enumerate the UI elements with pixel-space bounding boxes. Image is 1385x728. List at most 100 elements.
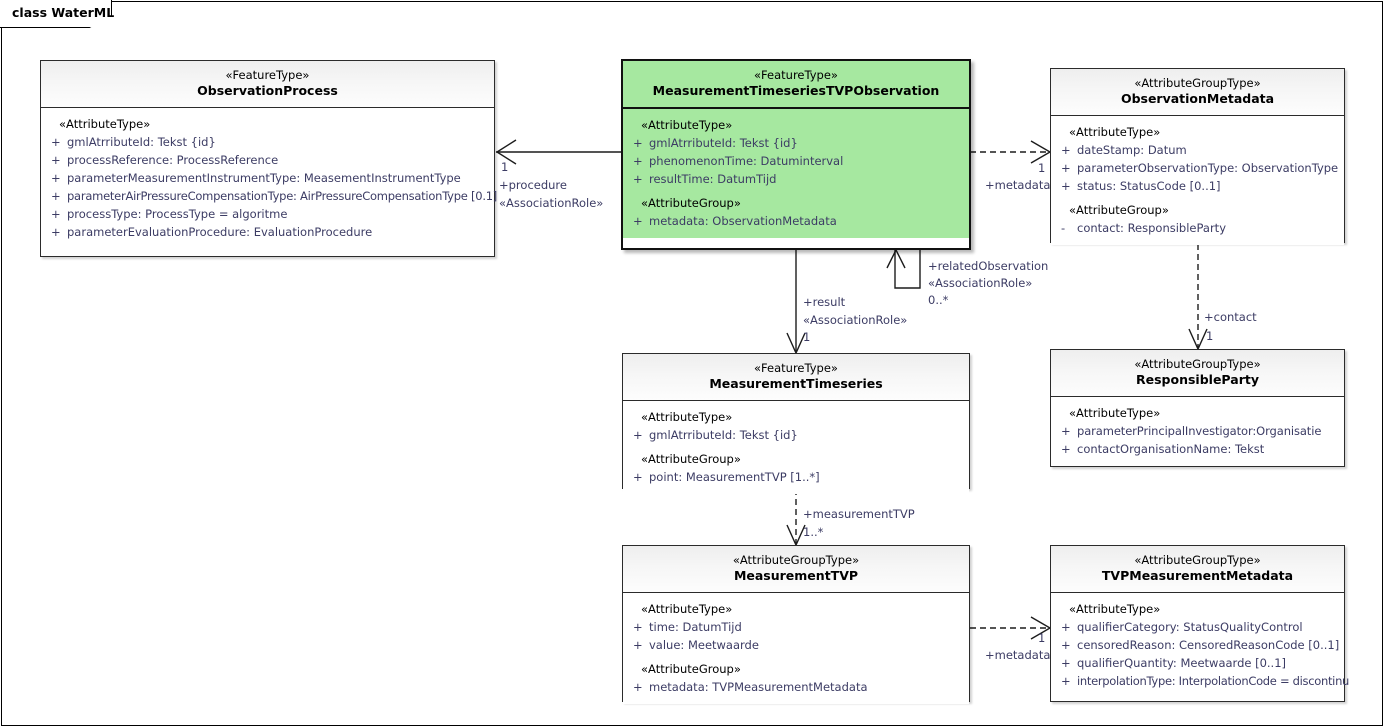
class-header-tvp-measurement-metadata: «AttributeGroupType» TVPMeasurementMetad… [1051,546,1344,593]
class-body-responsible-party: «AttributeType» + parameterPrincipalInve… [1051,397,1344,466]
attribute-group-label: «AttributeGroup» [641,452,741,466]
class-header-measurement-timeseries: «FeatureType» MeasurementTimeseries [623,354,969,401]
class-name: ResponsibleParty [1136,372,1259,387]
class-body-observation-metadata: «AttributeType» + dateStamp: Datum + par… [1051,116,1344,245]
result-role-label: +result [803,295,846,309]
procedure-role-label: +procedure [499,178,567,192]
class-stereotype: «AttributeGroupType» [732,553,860,567]
attribute-row: + resultTime: DatumTijd [627,170,965,188]
class-name: MeasurementTVP [733,568,859,583]
class-name: TVPMeasurementMetadata [1101,568,1294,583]
attribute-visibility: + [633,214,643,228]
attribute-group-label: «AttributeType» [641,118,733,132]
attribute-group-label: «AttributeType» [1069,602,1161,616]
attribute-visibility: + [1061,179,1071,193]
procedure-multiplicity: 1 [501,160,509,174]
attribute-visibility: + [1061,638,1071,652]
attribute-visibility: + [1061,674,1071,688]
attribute-group-label: «AttributeType» [59,117,151,131]
attribute-row: + value: Meetwaarde [627,636,965,654]
attribute-visibility: + [1061,442,1071,456]
attribute-text: contact: ResponsibleParty [1077,221,1226,235]
attribute-row: + dateStamp: Datum [1055,141,1340,159]
attribute-text: gmlAtrributeId: Tekst {id} [649,136,798,150]
attribute-row: + gmlAtrributeId: Tekst {id} [627,426,965,444]
class-header-observation-process: «FeatureType» ObservationProcess [41,61,494,108]
related-observation-stereotype-label: «AssociationRole» [928,276,1033,290]
measurement-tvp-multiplicity: 1..* [803,525,824,539]
class-stereotype: «FeatureType» [225,68,310,82]
class-stereotype: «AttributeGroupType» [1134,357,1261,371]
attribute-visibility: + [51,225,61,239]
attribute-text: phenomenonTime: Datuminterval [649,154,844,168]
class-measurement-timeseries[interactable]: «FeatureType» MeasurementTimeseries «Att… [622,353,970,494]
attribute-text: parameterEvaluationProcedure: Evaluation… [67,225,373,239]
class-body-tvp-measurement-metadata: «AttributeType» + qualifierCategory: Sta… [1051,593,1349,698]
attribute-group-label: «AttributeType» [641,602,733,616]
result-multiplicity: 1 [803,330,811,344]
attribute-row: + parameterPrincipalInvestigator:Organis… [1055,422,1340,440]
attribute-group-label: «AttributeGroup» [1069,203,1169,217]
attribute-row: + qualifierCategory: StatusQualityContro… [1055,618,1340,636]
diagram-title: class WaterML [12,5,115,20]
attribute-row: + metadata: ObservationMetadata [627,212,965,230]
attribute-text: gmlAtrributeId: Tekst {id} [67,135,216,149]
class-body-measurement-timeseries-tvp-observation: «AttributeType» + gmlAtrributeId: Tekst … [623,109,969,238]
attribute-group-label: «AttributeGroup» [641,196,741,210]
diagram-frame-tab [0,0,112,28]
related-observation-multiplicity: 0..* [928,293,949,307]
class-name: ObservationProcess [197,83,338,98]
class-tvp-measurement-metadata[interactable]: «AttributeGroupType» TVPMeasurementMetad… [1050,545,1349,702]
attribute-row: + gmlAtrributeId: Tekst {id} [627,134,965,152]
attribute-text: value: Meetwaarde [649,638,759,652]
attribute-row: + time: DatumTijd [627,618,965,636]
attribute-text: qualifierCategory: StatusQualityControl [1077,620,1303,634]
attribute-text: processReference: ProcessReference [67,153,279,167]
attribute-row: + point: MeasurementTVP [1..*] [627,468,965,486]
attribute-visibility: + [633,680,643,694]
class-name: ObservationMetadata [1120,91,1275,106]
class-measurement-tvp[interactable]: «AttributeGroupType» MeasurementTVP «Att… [622,545,970,704]
class-body-observation-process: «AttributeType» + gmlAtrributeId: Tekst … [41,108,497,249]
attribute-visibility: + [1061,620,1071,634]
attribute-text: contactOrganisationName: Tekst [1077,442,1265,456]
attribute-group-label: «AttributeType» [641,410,733,424]
related-observation-role-label: +relatedObservation [928,259,1049,273]
attribute-row: - contact: ResponsibleParty [1055,219,1340,237]
attribute-visibility: + [1061,143,1071,157]
attribute-visibility: + [633,154,643,168]
attribute-row: + gmlAtrributeId: Tekst {id} [45,133,490,151]
attribute-row: + contactOrganisationName: Tekst [1055,440,1340,458]
attribute-text: resultTime: DatumTijd [649,172,777,186]
attribute-row: + processType: ProcessType = algoritme [45,205,490,223]
attribute-visibility: + [633,172,643,186]
attribute-visibility: + [51,135,61,149]
class-observation-metadata[interactable]: «AttributeGroupType» ObservationMetadata… [1050,68,1345,245]
contact-multiplicity: 1 [1206,329,1214,343]
attribute-group-label: «AttributeGroup» [641,662,741,676]
attribute-visibility: + [1061,161,1071,175]
metadata-observation-multiplicity: 1 [1038,161,1046,175]
attribute-text: processType: ProcessType = algoritme [67,207,288,221]
attribute-text: metadata: TVPMeasurementMetadata [649,680,868,694]
metadata-tvp-multiplicity: 1 [1038,631,1046,645]
class-stereotype: «FeatureType» [754,361,838,375]
attribute-visibility: + [633,638,643,652]
attribute-visibility: + [633,620,643,634]
class-header-measurement-tvp: «AttributeGroupType» MeasurementTVP [623,546,969,593]
attribute-row: + censoredReason: CensoredReasonCode [0.… [1055,636,1340,654]
contact-role-label: +contact [1204,310,1257,324]
attribute-row: + qualifierQuantity: Meetwaarde [0..1] [1055,654,1340,672]
attribute-text: interpolationType: InterpolationCode = d… [1077,674,1350,688]
class-name: MeasurementTimeseries [709,376,883,391]
class-header-responsible-party: «AttributeGroupType» ResponsibleParty [1051,350,1344,397]
attribute-group-label: «AttributeType» [1069,406,1161,420]
attribute-visibility: + [1061,424,1071,438]
attribute-visibility: + [51,189,61,203]
attribute-visibility: - [1061,221,1066,235]
attribute-visibility: + [1061,656,1071,670]
class-responsible-party[interactable]: «AttributeGroupType» ResponsibleParty «A… [1050,349,1345,467]
class-measurement-timeseries-tvp-observation[interactable]: «FeatureType» MeasurementTimeseriesTVPOb… [621,59,971,250]
attribute-text: time: DatumTijd [649,620,742,634]
class-observation-process[interactable]: «FeatureType» ObservationProcess «Attrib… [40,60,497,257]
